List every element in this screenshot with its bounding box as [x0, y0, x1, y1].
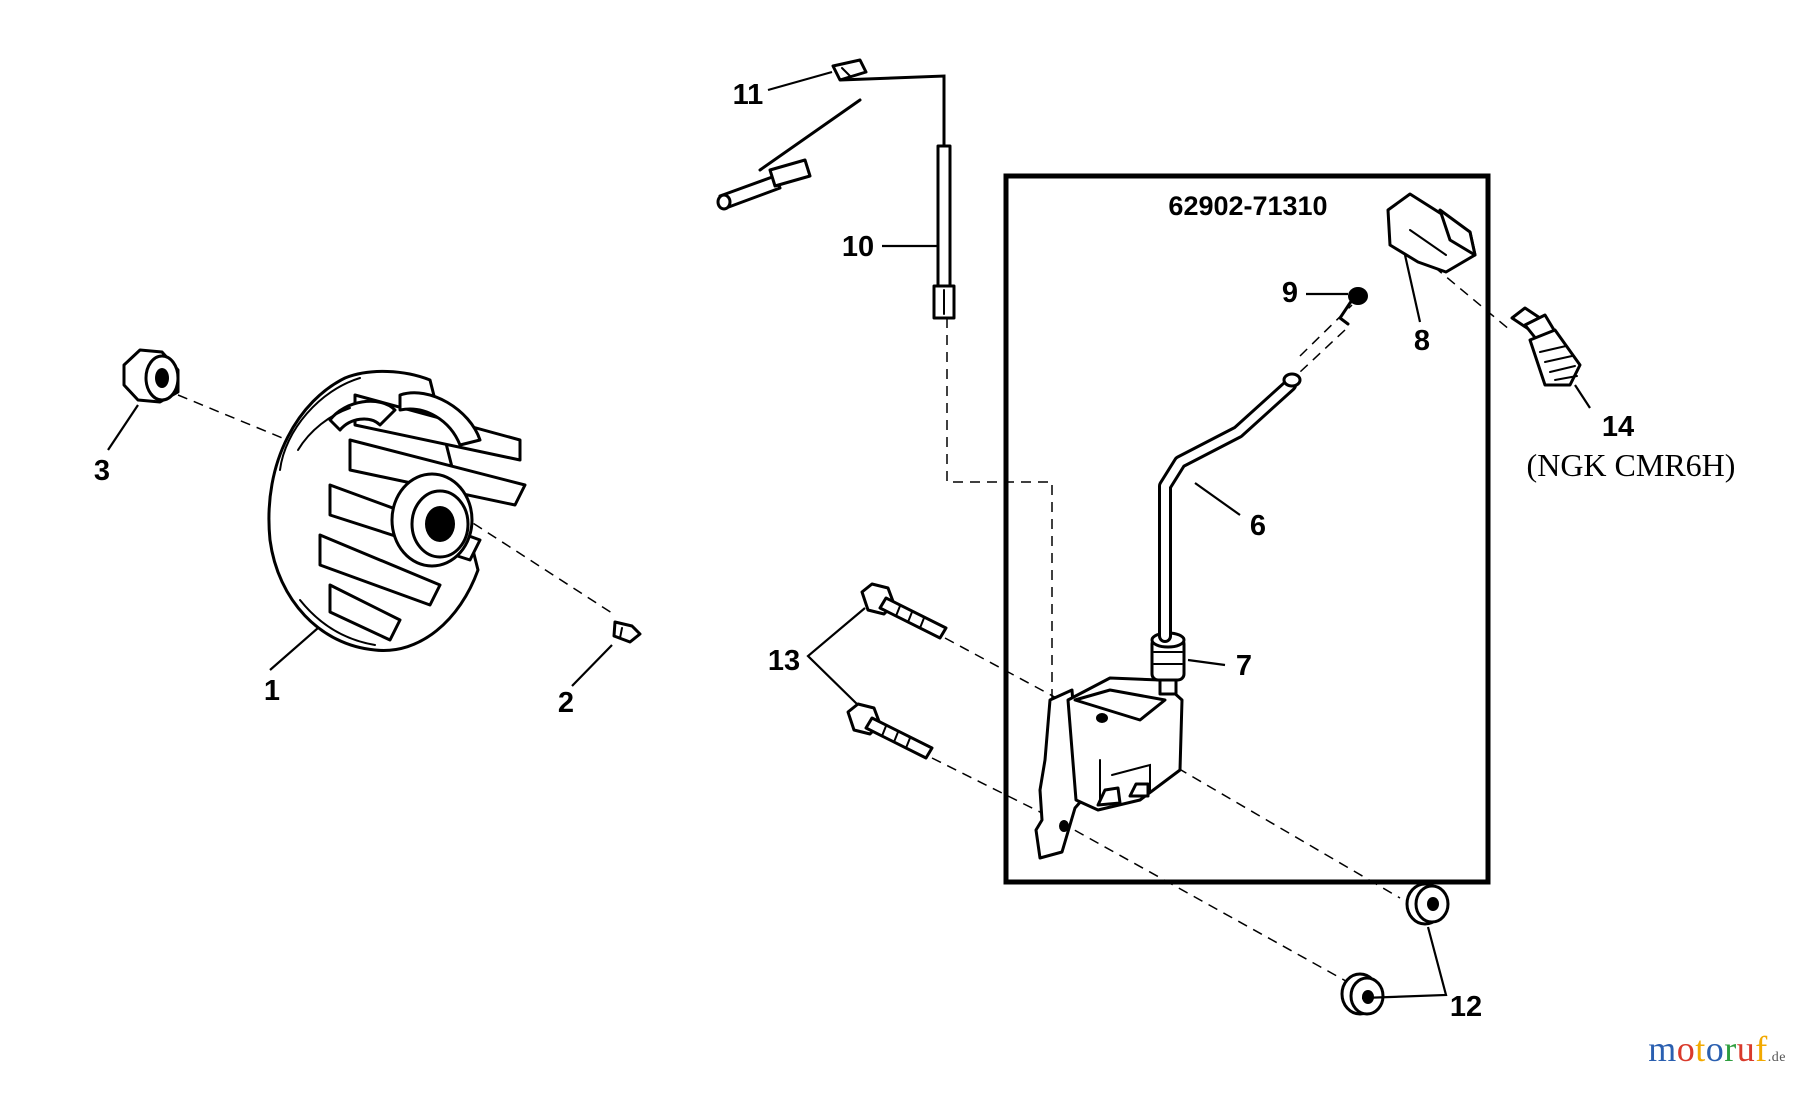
- ignition-coil: [1034, 676, 1184, 860]
- callout-9: 9: [1282, 277, 1298, 309]
- kit-part-number: 62902-71310: [1168, 191, 1327, 221]
- callout-7: 7: [1236, 650, 1252, 682]
- watermark-letter: m: [1648, 1029, 1677, 1069]
- callout-11: 11: [733, 79, 764, 111]
- watermark-letter: r: [1724, 1029, 1737, 1069]
- callout-14: 14: [1602, 411, 1634, 443]
- leader-lines: [107, 70, 1591, 1000]
- spark-plug-spec: (NGK CMR6H): [1527, 447, 1736, 483]
- watermark-letter: o: [1676, 1029, 1696, 1069]
- callout-10: 10: [842, 231, 874, 263]
- coil-spacer-upper: [1405, 882, 1450, 926]
- flywheel: [267, 370, 527, 652]
- coil-bolt-upper: [860, 582, 948, 640]
- callout-1: 1: [264, 675, 280, 707]
- terminal-spring: [1337, 287, 1368, 326]
- coil-bolt-lower: [846, 702, 934, 760]
- callout-12: 12: [1450, 991, 1482, 1023]
- coil-spacer-lower: [1340, 972, 1385, 1016]
- callout-8: 8: [1414, 325, 1430, 357]
- callout-6: 6: [1250, 510, 1266, 542]
- callout-2: 2: [558, 687, 574, 719]
- callout-3: 3: [94, 455, 110, 487]
- wire-connector: [831, 58, 868, 82]
- watermark-letter: f: [1755, 1029, 1768, 1069]
- spark-plug: [1510, 306, 1582, 387]
- flywheel-nut: [122, 348, 180, 404]
- wire-terminal: [716, 158, 812, 211]
- watermark-letter: u: [1736, 1029, 1756, 1069]
- site-watermark: motoruf.de: [1648, 1028, 1786, 1070]
- watermark-letter: o: [1705, 1029, 1725, 1069]
- watermark-tld: .de: [1767, 1050, 1786, 1065]
- flywheel-key: [612, 620, 642, 644]
- stop-wire: [716, 74, 956, 320]
- spark-plug-cap: [1386, 192, 1477, 274]
- kit-frame: [1003, 173, 1491, 885]
- watermark-letter: t: [1695, 1029, 1706, 1069]
- callout-13: 13: [768, 645, 800, 677]
- ht-lead: [1158, 372, 1302, 643]
